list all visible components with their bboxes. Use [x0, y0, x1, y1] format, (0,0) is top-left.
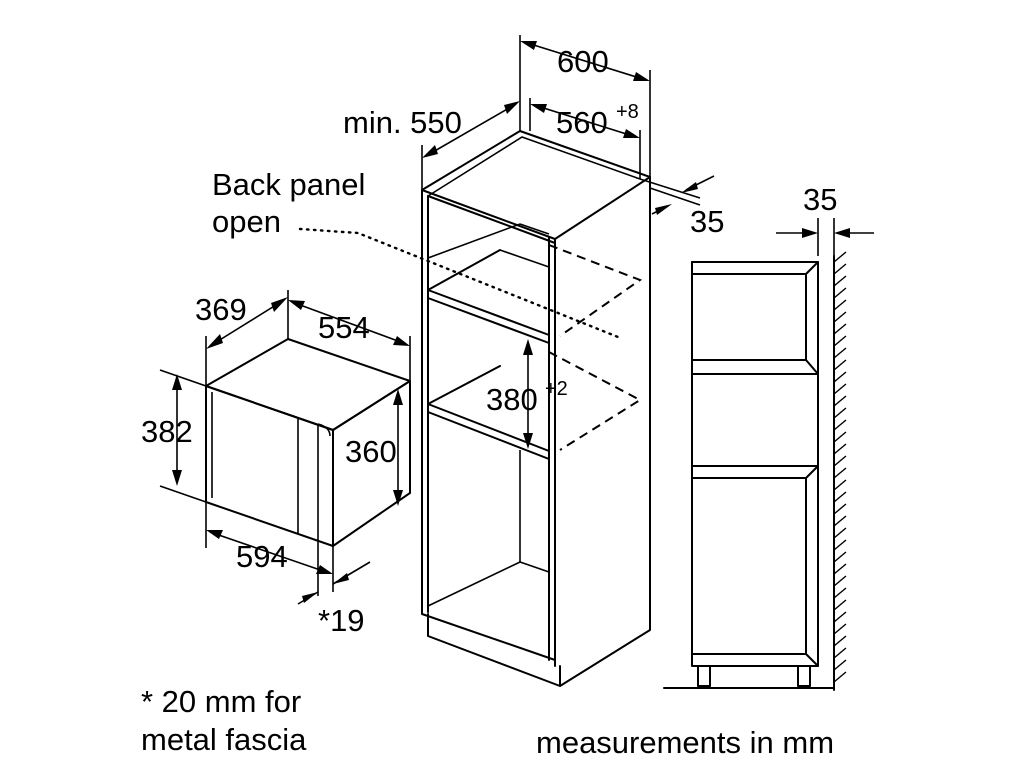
wall-hatch-mark	[833, 671, 847, 683]
label-vent-gap-top: 35	[803, 182, 837, 217]
wall-hatch-mark	[833, 419, 847, 431]
label-appliance-depth: 369	[195, 292, 247, 327]
wall-hatch-mark	[833, 395, 847, 407]
wall-hatch-mark	[833, 323, 847, 335]
label-vent-gap-side: 35	[690, 204, 724, 239]
wall-hatch-mark	[833, 635, 847, 647]
wall-hatch-mark	[833, 347, 847, 359]
label-niche-height: 380	[486, 382, 538, 417]
side-view-dimensions	[776, 218, 874, 256]
footnote-line2: metal fascia	[141, 722, 307, 757]
wall-hatch-mark	[833, 299, 847, 311]
appliance-side-face	[332, 380, 411, 547]
wall-hatch-mark	[833, 527, 847, 539]
label-appliance-body-height: 360	[345, 434, 397, 469]
wall-hatch-mark	[833, 275, 847, 287]
wall-hatch-mark	[833, 491, 847, 503]
wall-hatch-mark	[833, 407, 847, 419]
label-back-panel-open: open	[212, 204, 281, 239]
wall-hatch-mark	[833, 251, 847, 263]
wall-hatch-mark	[833, 443, 847, 455]
appliance-front-face	[205, 385, 334, 547]
wall-hatch-mark	[833, 611, 847, 623]
wall-hatch-mark	[833, 335, 847, 347]
footnote-line1: * 20 mm for	[141, 684, 301, 719]
wall-hatch-mark	[833, 431, 847, 443]
label-niche-width: 560	[556, 105, 608, 140]
cabinet-top	[421, 130, 651, 240]
wall-hatch-mark	[833, 599, 847, 611]
wall-hatch-mark	[833, 551, 847, 563]
wall-hatch-mark	[833, 539, 847, 551]
wall-hatch-mark	[833, 287, 847, 299]
wall-hatch-mark	[833, 479, 847, 491]
wall-hatch-mark	[833, 659, 847, 671]
wall-hatch-mark	[833, 623, 847, 635]
cabinet-dimensions	[421, 35, 715, 449]
side-view-drawing	[663, 251, 847, 691]
wall-hatch-mark	[833, 575, 847, 587]
wall-hatch-mark	[833, 467, 847, 479]
label-niche-height-tolerance: +2	[545, 378, 568, 400]
wall-hatch-mark	[833, 515, 847, 527]
label-fascia-depth: *19	[318, 603, 365, 638]
label-cabinet-min-depth: min. 550	[343, 105, 462, 140]
label-niche-width-tolerance: +8	[616, 101, 639, 123]
wall-hatch-mark	[833, 359, 847, 371]
wall-hatch-mark	[833, 383, 847, 395]
diagram-labels: 600 min. 550 560 +8 35 35 Back panel ope…	[141, 44, 837, 760]
units-note: measurements in mm	[536, 725, 834, 760]
label-back-panel: Back panel	[212, 167, 365, 202]
appliance-dimensions	[159, 290, 411, 605]
wall-hatch-mark	[833, 371, 847, 383]
wall-hatch-mark	[833, 311, 847, 323]
wall-hatch-mark	[833, 263, 847, 275]
wall-hatching	[833, 251, 847, 683]
label-appliance-front-width: 594	[236, 539, 288, 574]
label-appliance-front-height: 382	[141, 414, 193, 449]
wall-hatch-mark	[833, 587, 847, 599]
wall-hatch-mark	[833, 563, 847, 575]
wall-hatch-mark	[833, 647, 847, 659]
back-panel-leader	[298, 227, 620, 339]
wall-hatch-mark	[833, 503, 847, 515]
appliance-top-face	[205, 338, 411, 431]
label-appliance-body-width: 554	[318, 310, 370, 345]
label-cabinet-width: 600	[557, 44, 609, 79]
wall-hatch-mark	[833, 455, 847, 467]
